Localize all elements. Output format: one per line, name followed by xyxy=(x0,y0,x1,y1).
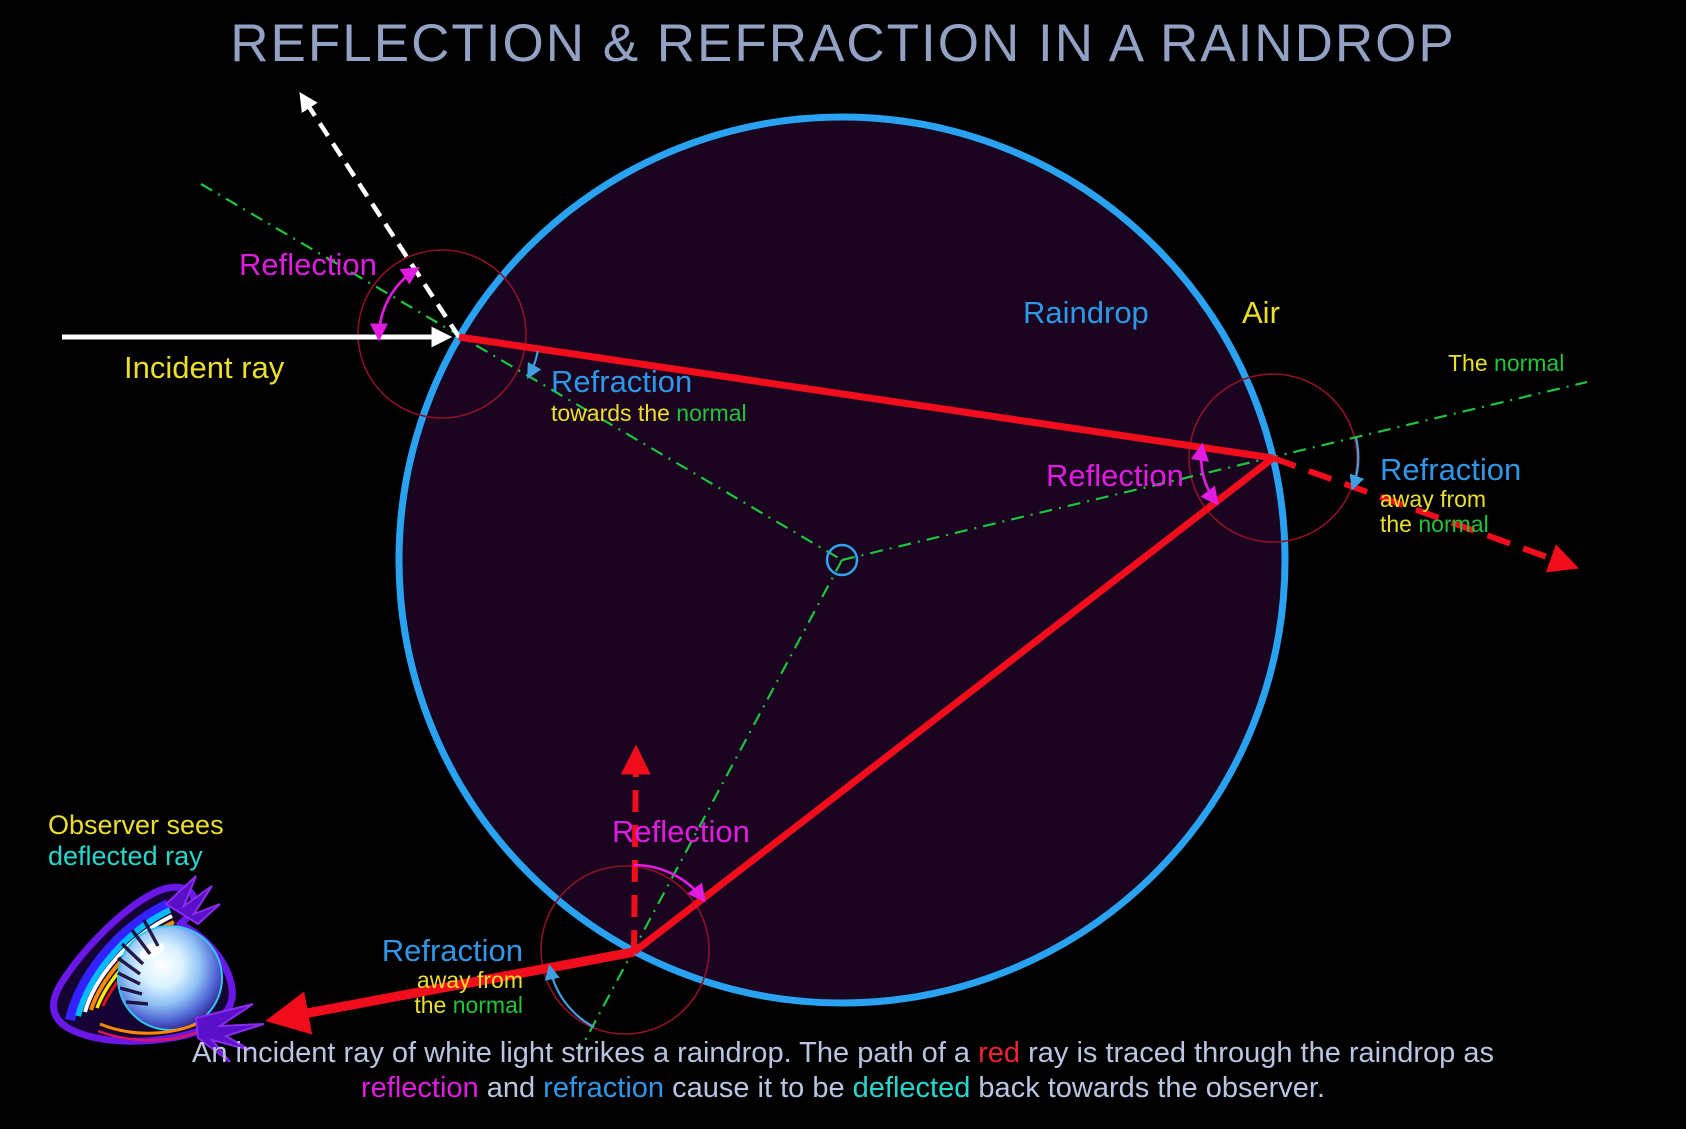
refraction-entry-label: Refraction xyxy=(551,364,693,399)
feather-lashes-bottom xyxy=(194,1003,265,1063)
refraction-arc-right xyxy=(1349,437,1365,491)
angle-circle-right xyxy=(1188,373,1358,543)
reflection-angle-arcs xyxy=(369,267,1219,903)
caption-line2-reflection: reflection xyxy=(360,1072,479,1104)
refraction-bottom-away-from: away from xyxy=(416,967,523,993)
center-marker xyxy=(825,543,859,577)
refracted-ray-entry xyxy=(458,333,1274,462)
observer-label-line2: deflected ray xyxy=(48,841,203,871)
refraction-entry-sub-green: normal xyxy=(676,400,747,426)
reflection-exit-label: Reflection xyxy=(612,814,750,849)
refraction-right-label: Refraction xyxy=(1380,452,1522,487)
reflection-entry-label: Reflection xyxy=(239,247,377,282)
iris-stripes xyxy=(117,919,160,1006)
the-normal-normal: normal xyxy=(1494,350,1565,376)
page-title: REFLECTION & REFRACTION IN A RAINDROP xyxy=(230,14,1456,73)
reflection-arc-entry xyxy=(369,267,420,342)
caption-line2-refraction: refraction xyxy=(543,1072,665,1104)
observer-label-line1: Observer sees xyxy=(48,810,224,840)
eyelid-band-white xyxy=(83,914,173,1013)
refraction-right-the: the xyxy=(1380,511,1419,537)
red-ray-path xyxy=(265,333,1580,1035)
reflection-internal-label: Reflection xyxy=(1046,458,1184,493)
refraction-bottom-normal: normal xyxy=(452,992,523,1018)
refraction-angle-arcs xyxy=(527,350,1365,1028)
angle-circle-entry xyxy=(357,249,527,419)
refraction-right-normal: normal xyxy=(1418,511,1489,537)
caption-line2-back: back towards the observer. xyxy=(970,1072,1326,1104)
reflected-ray-dashed xyxy=(299,92,461,339)
normal-line-entry xyxy=(200,183,843,561)
caption-line2-and: and xyxy=(478,1072,544,1104)
feather-lashes-top xyxy=(164,875,221,926)
caption-line1: An incident ray of white light strikes a… xyxy=(0,1038,1686,1068)
reflection-arc-right xyxy=(1190,442,1219,506)
refracted-ray-out-right-dashed xyxy=(1271,455,1580,573)
caption-line2-cause: cause it to be xyxy=(664,1072,853,1104)
internal-reflected-ray xyxy=(631,455,1276,955)
raindrop-label: Raindrop xyxy=(1023,295,1149,330)
observer-eye-illustration xyxy=(50,875,265,1063)
caption-line2-deflected: deflected xyxy=(852,1072,971,1104)
incident-ray-label: Incident ray xyxy=(124,350,285,385)
angle-circle-bottom xyxy=(540,865,710,1035)
air-label: Air xyxy=(1242,295,1280,330)
refraction-bottom-label: Refraction xyxy=(381,933,523,968)
the-normal-label: The normal xyxy=(1448,351,1564,375)
caption-line1-red: red xyxy=(978,1037,1021,1069)
caption-line1-b: ray is traced through the raindrop as xyxy=(1020,1037,1494,1069)
normal-line-bottom xyxy=(579,559,843,1051)
eyeball xyxy=(117,925,223,1031)
refraction-arc-entry xyxy=(527,350,542,380)
angle-indicator-circles xyxy=(357,249,1358,1035)
caption-line1-a: An incident ray of white light strikes a… xyxy=(192,1037,979,1069)
eyelid-band-cyan xyxy=(75,907,172,1017)
eyelid-band-blue xyxy=(65,899,171,1022)
deflected-exit-ray xyxy=(265,947,635,1035)
refraction-right-away-from: away from xyxy=(1380,486,1487,512)
refraction-entry-sub-yellow: towards the xyxy=(551,400,677,426)
refraction-bottom-the: the xyxy=(414,992,453,1018)
caption-line2: reflection and refraction cause it to be… xyxy=(0,1073,1686,1103)
refraction-entry-sublabel: towards the normal xyxy=(551,401,747,425)
reflection-arc-bottom xyxy=(633,863,706,903)
the-normal-the: The xyxy=(1448,350,1495,376)
refraction-bottom-the-normal: the normal xyxy=(300,993,523,1017)
refraction-right-the-normal: the normal xyxy=(1380,512,1489,536)
refraction-arc-bottom xyxy=(544,964,595,1028)
